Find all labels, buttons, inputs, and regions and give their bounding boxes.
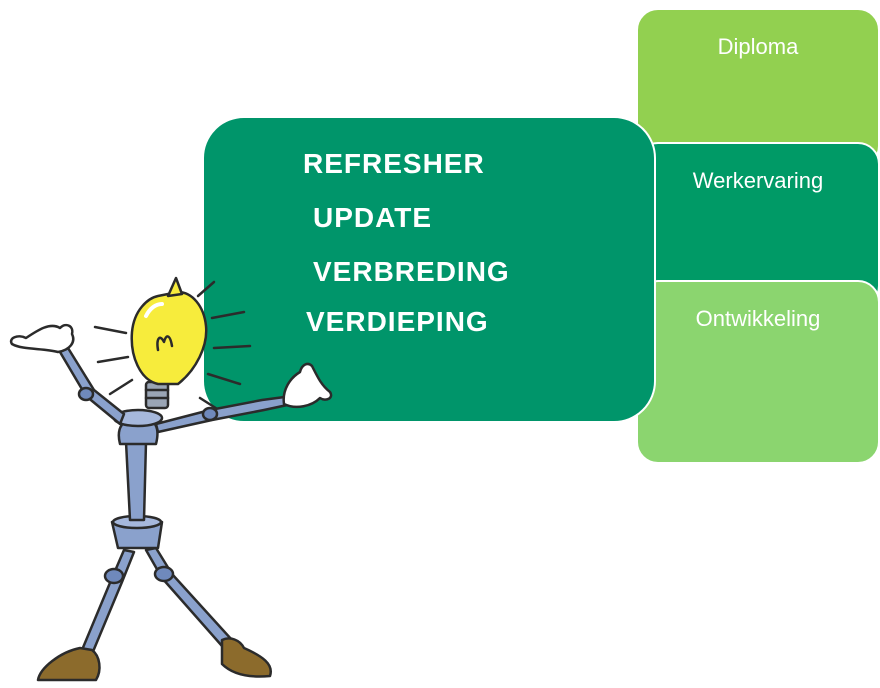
diploma-box: Diploma [636, 8, 880, 168]
refresher-text: REFRESHER [303, 148, 485, 179]
robot-gloves [9, 323, 333, 409]
robot-shoes [36, 637, 273, 682]
werkervaring-label: Werkervaring [692, 168, 824, 193]
main-green-box [202, 116, 656, 423]
robot-torso [112, 408, 164, 522]
verbreding-text: VERBREDING [313, 256, 510, 287]
idea-rays [93, 280, 252, 414]
ontwikkeling-box: Ontwikkeling [636, 280, 880, 464]
ontwikkeling-label: Ontwikkeling [695, 306, 821, 331]
bulb-socket [144, 380, 170, 410]
lightbulb-head [130, 276, 208, 386]
robot-legs [80, 514, 234, 656]
diploma-label: Diploma [717, 34, 799, 59]
verdieping-text: VERDIEPING [306, 306, 489, 337]
update-text: UPDATE [313, 202, 433, 233]
